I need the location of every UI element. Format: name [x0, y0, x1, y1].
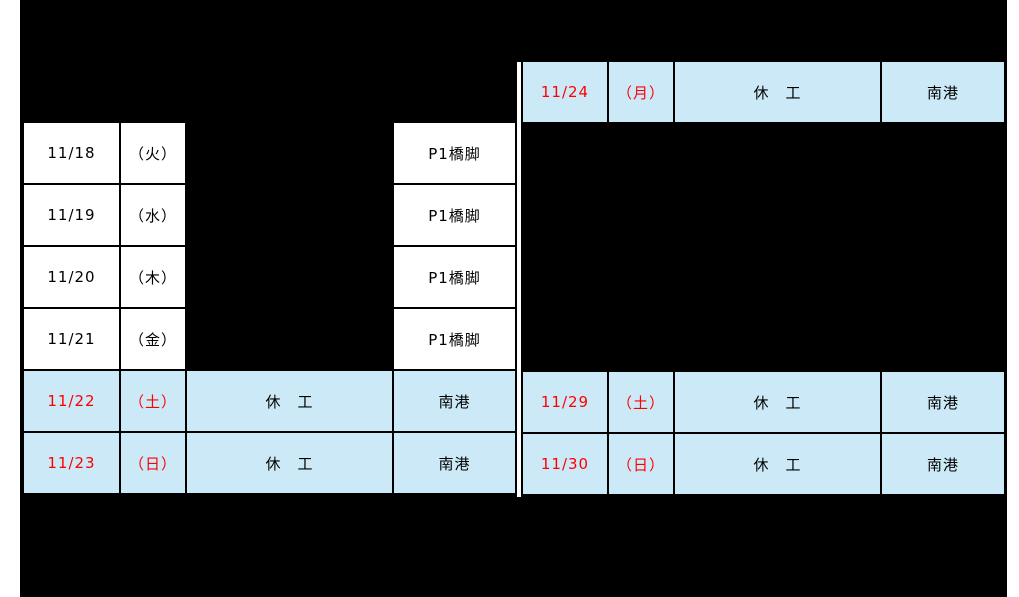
left-page-margin: [0, 0, 20, 597]
redacted-work-cell: [187, 309, 392, 369]
date-cell: 11/18: [24, 123, 119, 183]
location-cell: 南港: [882, 372, 1004, 432]
week-separator-column: [517, 62, 521, 497]
redacted-cell: [882, 124, 1004, 184]
day-cell: （水）: [121, 185, 185, 245]
work-cell: 休 工: [187, 371, 392, 431]
redacted-cell: [675, 124, 880, 184]
redacted-cell: [523, 186, 607, 246]
redacted-cell: [523, 310, 607, 370]
date-cell: 11/22: [24, 371, 119, 431]
day-cell: （土）: [609, 372, 673, 432]
redacted-cell: [882, 186, 1004, 246]
location-cell: P1橋脚: [394, 309, 515, 369]
date-cell: 11/23: [24, 433, 119, 493]
location-cell: 南港: [394, 433, 515, 493]
schedule-table-week1: 11/18 （火） P1橋脚 11/19 （水） P1橋脚 11/20 （木） …: [24, 123, 515, 493]
location-cell: 南港: [882, 434, 1004, 494]
day-cell: （土）: [121, 371, 185, 431]
day-cell: （日）: [121, 433, 185, 493]
redacted-cell: [675, 186, 880, 246]
work-cell: 休 工: [675, 372, 880, 432]
redacted-cell: [882, 310, 1004, 370]
redacted-cell: [882, 248, 1004, 308]
redacted-cell: [675, 310, 880, 370]
day-cell: （月）: [609, 62, 673, 122]
redacted-cell: [523, 248, 607, 308]
date-cell: 11/20: [24, 247, 119, 307]
day-cell: （日）: [609, 434, 673, 494]
work-cell: 休 工: [675, 62, 880, 122]
redacted-cell: [609, 186, 673, 246]
right-page-margin: [1007, 0, 1019, 597]
location-cell: P1橋脚: [394, 123, 515, 183]
date-cell: 11/24: [523, 62, 607, 122]
date-cell: 11/19: [24, 185, 119, 245]
redacted-cell: [523, 124, 607, 184]
work-cell: 休 工: [675, 434, 880, 494]
day-cell: （木）: [121, 247, 185, 307]
redacted-cell: [675, 248, 880, 308]
redacted-work-cell: [187, 247, 392, 307]
day-cell: （金）: [121, 309, 185, 369]
redacted-cell: [609, 248, 673, 308]
date-cell: 11/21: [24, 309, 119, 369]
redacted-cell: [609, 310, 673, 370]
schedule-table-week2: 11/24 （月） 休 工 南港 11/29 （土） 休 工 南港 11/30 …: [523, 62, 1004, 494]
redacted-work-cell: [187, 185, 392, 245]
redacted-cell: [609, 124, 673, 184]
location-cell: 南港: [394, 371, 515, 431]
day-cell: （火）: [121, 123, 185, 183]
location-cell: P1橋脚: [394, 185, 515, 245]
redacted-work-cell: [187, 123, 392, 183]
location-cell: P1橋脚: [394, 247, 515, 307]
work-cell: 休 工: [187, 433, 392, 493]
date-cell: 11/29: [523, 372, 607, 432]
date-cell: 11/30: [523, 434, 607, 494]
location-cell: 南港: [882, 62, 1004, 122]
